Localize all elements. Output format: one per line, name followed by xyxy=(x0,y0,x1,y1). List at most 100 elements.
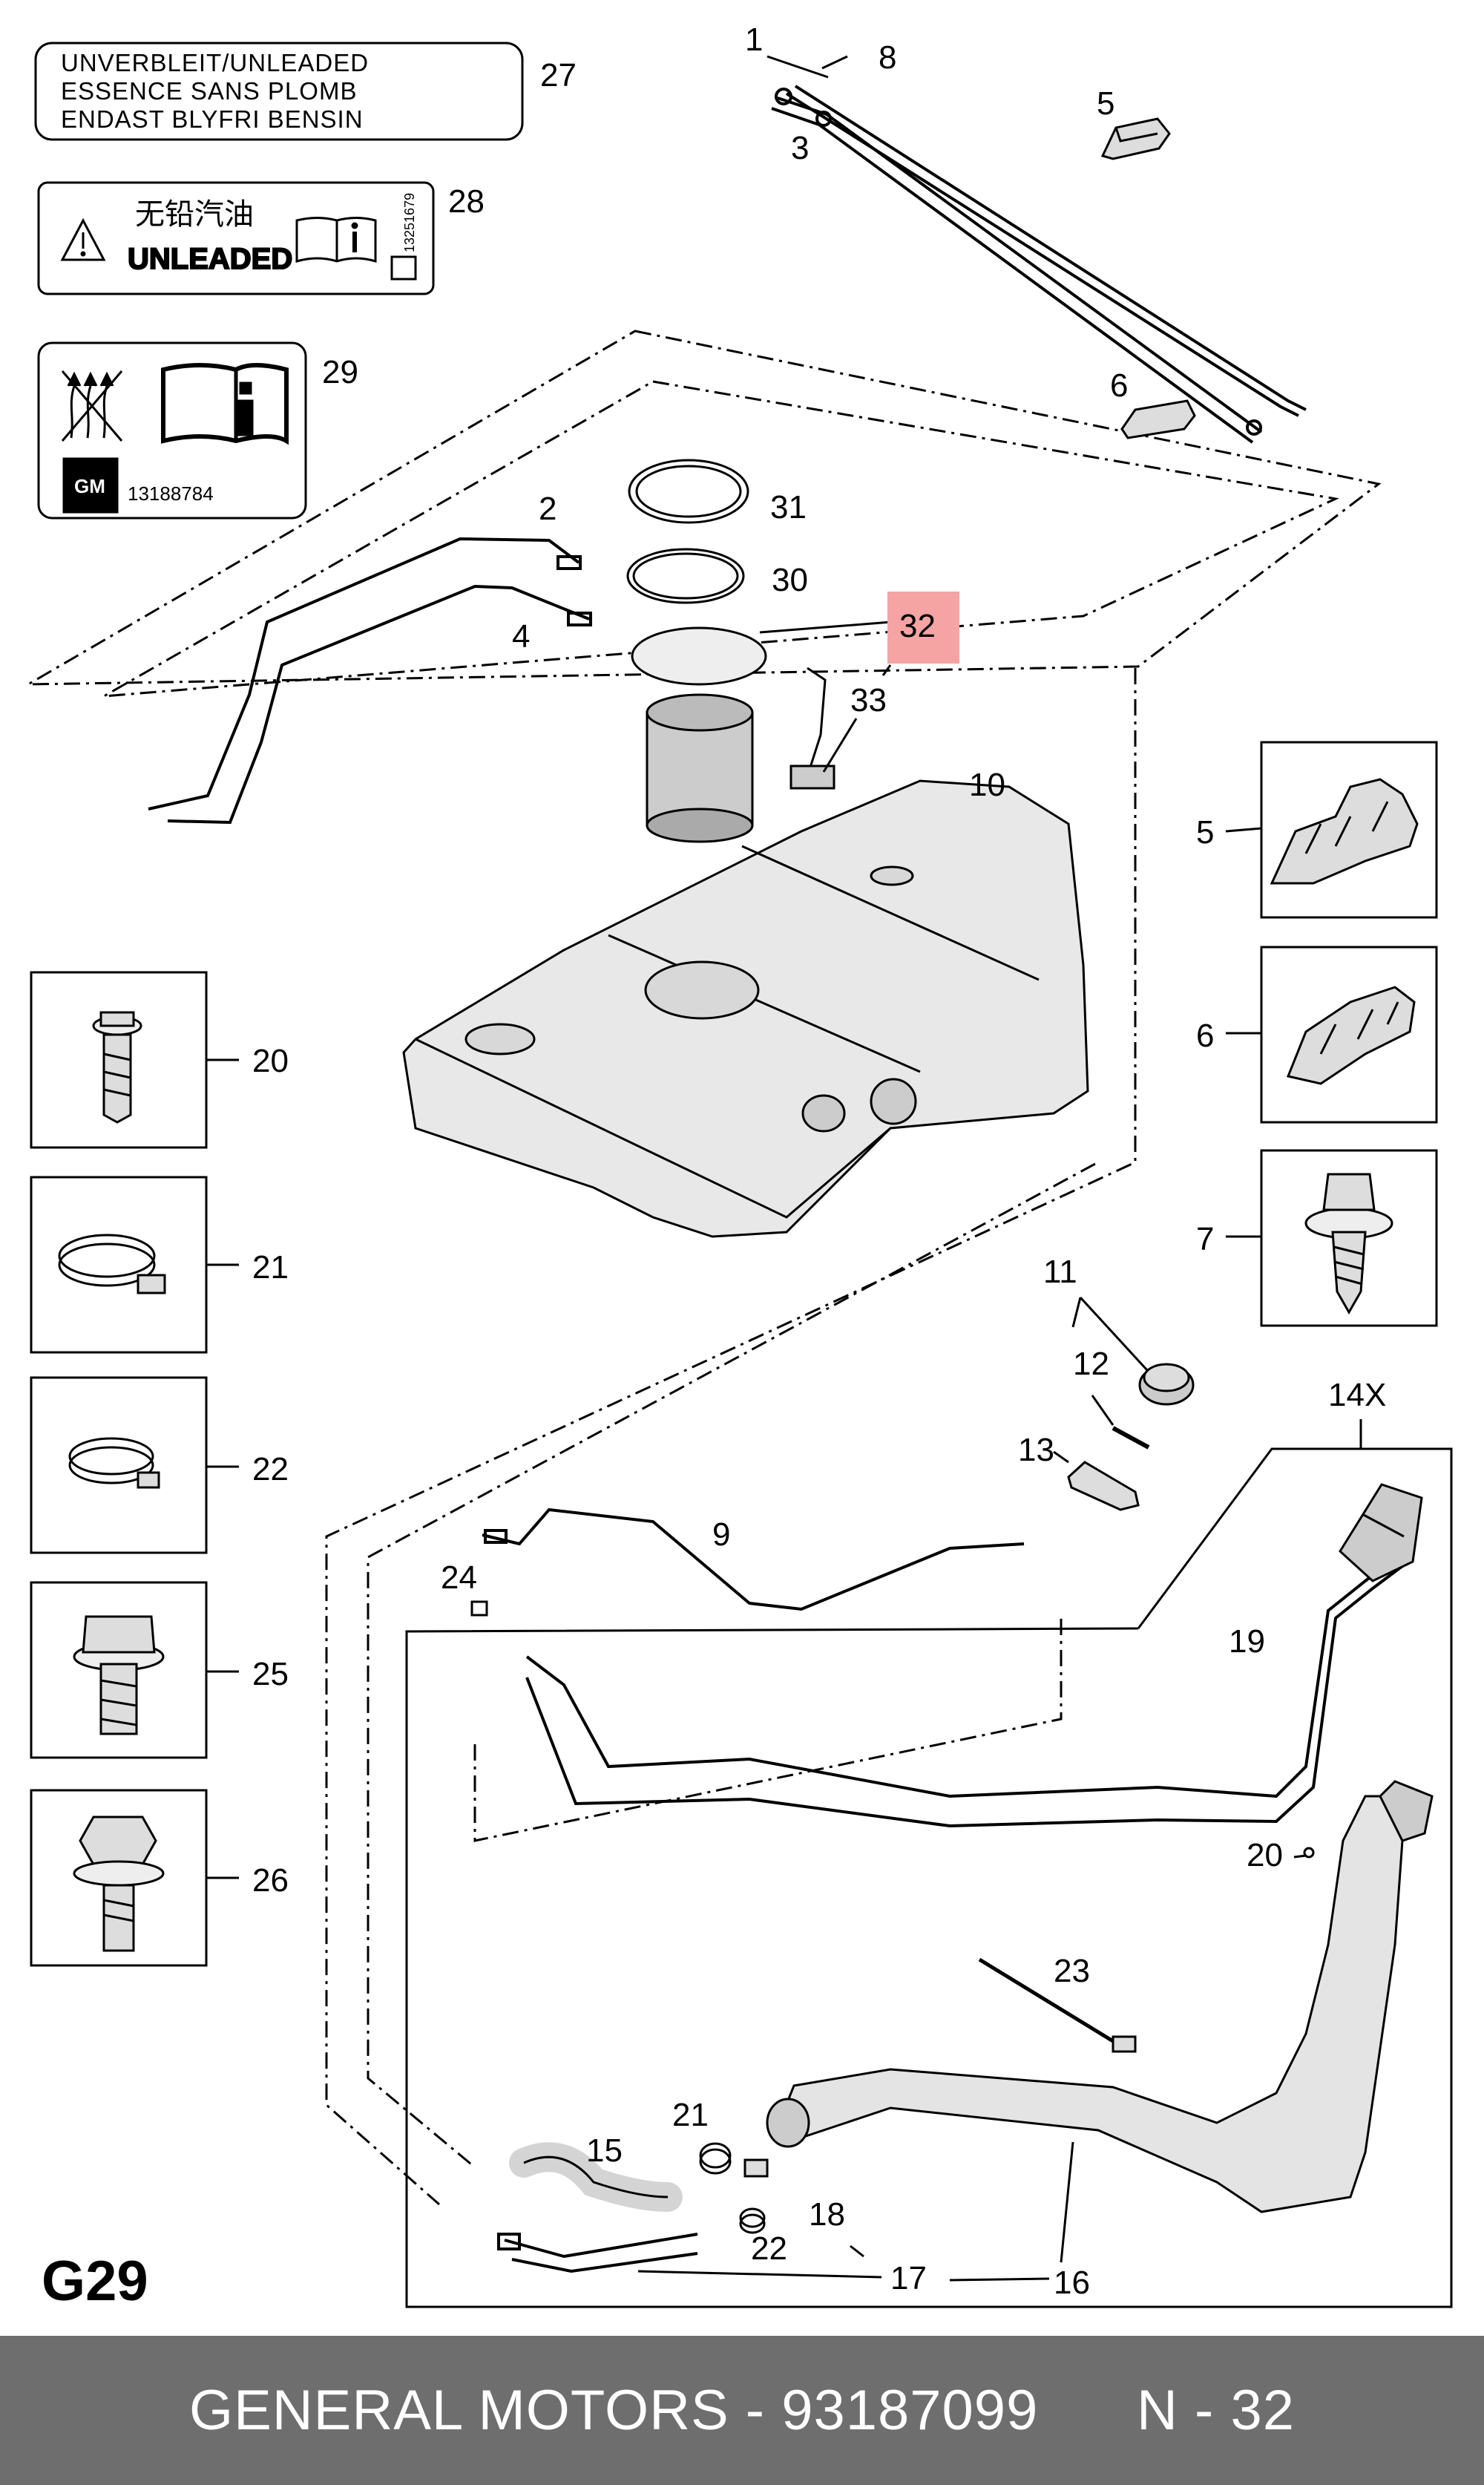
label-27-line-2: ESSENCE SANS PLOMB xyxy=(61,77,357,105)
callout-33: 33 xyxy=(850,682,887,718)
clamp-21-small xyxy=(699,2142,732,2175)
screw-20-small xyxy=(1293,1847,1315,1859)
callout-23: 23 xyxy=(1054,1953,1090,1989)
vent-valve xyxy=(1339,1483,1423,1582)
footer-bar: GENERAL MOTORS - 93187099 N - 32 xyxy=(0,2336,1484,2485)
dashed-guide-mid xyxy=(367,1162,1096,2169)
label-27-line-1: UNVERBLEIT/UNLEADED xyxy=(61,49,369,76)
vent-line-19 xyxy=(525,1557,1404,1828)
callout-31: 31 xyxy=(770,489,807,526)
callout-5: 5 xyxy=(1196,814,1214,851)
callout-9: 9 xyxy=(712,1516,730,1553)
label-27-text: UNVERBLEIT/UNLEADED ESSENCE SANS PLOMB E… xyxy=(61,49,369,133)
callout-12: 12 xyxy=(1073,1346,1109,1382)
fuel-lines-2-4 xyxy=(148,537,592,825)
clamp-21 xyxy=(58,1234,166,1294)
footer-part-number: 93187099 xyxy=(781,2379,1039,2442)
callout-24: 24 xyxy=(441,1559,477,1596)
fuel-pump-module xyxy=(631,626,835,843)
label-28-code-box xyxy=(390,255,417,281)
label-29-code: 13188784 xyxy=(128,482,214,505)
callout-2: 2 xyxy=(539,491,556,527)
callout-16: 16 xyxy=(1054,2265,1090,2301)
callout-11: 11 xyxy=(1043,1254,1077,1290)
callout-27: 27 xyxy=(540,57,577,94)
clip-6-large xyxy=(1286,986,1416,1085)
callout-25: 25 xyxy=(252,1656,289,1692)
label-27-box xyxy=(34,42,524,141)
tie-strap-23 xyxy=(978,1957,1137,2053)
gm-logo-icon xyxy=(62,457,119,514)
seal-ring-30 xyxy=(626,548,745,604)
callout-7: 7 xyxy=(1196,1221,1214,1257)
no-flame-icon xyxy=(61,370,123,442)
clip-6-box xyxy=(1260,946,1438,1124)
footer-brand: GENERAL MOTORS xyxy=(188,2379,729,2442)
callout-28: 28 xyxy=(448,183,485,220)
sheet-code: G29 xyxy=(42,2250,148,2313)
callout-15: 15 xyxy=(586,2132,623,2169)
callout-18: 18 xyxy=(809,2196,845,2233)
assembly-14x-box xyxy=(405,1447,1453,2308)
footer-separator: - xyxy=(729,2379,782,2442)
fuel-line-9 xyxy=(482,1507,1025,1611)
fuel-lines-1-3-8 xyxy=(771,85,1307,444)
callout-26: 26 xyxy=(252,1862,289,1899)
callout-20: 20 xyxy=(252,1043,289,1079)
callout-3: 3 xyxy=(791,130,809,166)
filler-neck-16 xyxy=(766,1780,1434,2213)
clamp-22-box xyxy=(30,1376,208,1554)
clip-5-large xyxy=(1270,778,1419,885)
clip-6-small xyxy=(1120,399,1196,439)
callout-32-highlight xyxy=(887,592,959,664)
label-29-box xyxy=(37,341,307,520)
callouts: 1 2 3 4 5 6 8 27 28 29 31 30 32 33 10 5 … xyxy=(252,22,1386,2301)
callout-22: 22 xyxy=(252,1451,289,1487)
callout-19: 19 xyxy=(1229,1623,1265,1660)
lock-ring-31 xyxy=(628,459,749,524)
callout-21: 21 xyxy=(252,1249,289,1286)
clamp-22 xyxy=(68,1437,160,1489)
bolt-25 xyxy=(73,1615,165,1735)
callout-17: 17 xyxy=(890,2260,927,2296)
callout-21-small: 21 xyxy=(672,2097,709,2133)
connector-18 xyxy=(743,2158,769,2178)
callout-1: 1 xyxy=(745,22,763,58)
warning-icon xyxy=(60,217,106,261)
callout-22-small: 22 xyxy=(751,2230,787,2267)
label-28-chinese: 无铅汽油 xyxy=(135,198,254,231)
clip-5-small xyxy=(1100,117,1171,160)
label-29-logo-text: GM xyxy=(74,475,105,497)
callout-4: 4 xyxy=(512,618,530,655)
label-28-code: 13251679 xyxy=(402,193,417,252)
manual-book-icon xyxy=(295,217,377,263)
label-28-unleaded: UNLEADED xyxy=(128,243,292,275)
callout-20-small: 20 xyxy=(1247,1837,1283,1873)
footer-page-ref: N - 32 xyxy=(1137,2379,1296,2442)
label-27-line-3: ENDAST BLYFRI BENSIN xyxy=(61,105,364,133)
bolt-7-box xyxy=(1260,1149,1438,1327)
callout-29: 29 xyxy=(322,354,358,390)
callout-32: 32 xyxy=(899,608,936,644)
bolt-20 xyxy=(92,1011,142,1124)
fuel-tank xyxy=(402,779,1089,1238)
clamp-21-box xyxy=(30,1176,208,1354)
plug-24 xyxy=(470,1600,488,1617)
clip-13 xyxy=(1067,1461,1140,1511)
clamp-22-small xyxy=(739,2207,766,2234)
callout-30: 30 xyxy=(772,562,808,598)
callout-10: 10 xyxy=(969,767,1005,803)
callout-6-top: 6 xyxy=(1110,367,1128,404)
manual-book-icon xyxy=(161,363,289,445)
label-28-box xyxy=(37,181,435,295)
bolt-25-box xyxy=(30,1581,208,1759)
cap-11 xyxy=(1138,1363,1195,1406)
callout-5-top: 5 xyxy=(1097,85,1114,122)
callout-13: 13 xyxy=(1018,1432,1054,1468)
clip-5-box xyxy=(1260,741,1438,919)
callout-8: 8 xyxy=(879,39,896,76)
callout-6: 6 xyxy=(1196,1018,1214,1054)
upper-inner-boundary xyxy=(103,380,1339,698)
dashed-guide-left xyxy=(325,668,1137,2206)
